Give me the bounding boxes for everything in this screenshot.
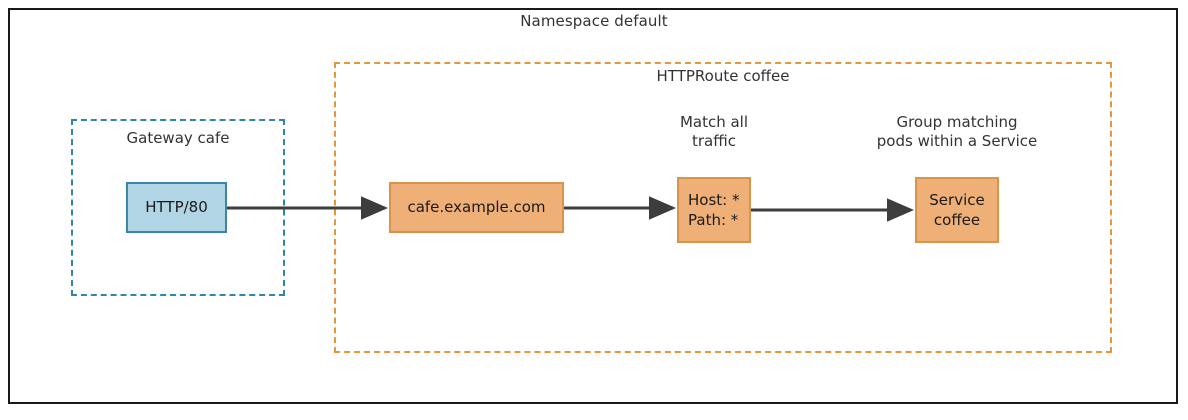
httproute-match-node[interactable]: Host: * Path: *: [677, 177, 751, 243]
backend-service-label-line-1: Service: [929, 190, 985, 209]
httproute-hostname-label: cafe.example.com: [407, 198, 546, 217]
backend-caption-line-1: Group matching: [896, 113, 1018, 131]
gateway-title: Gateway cafe: [126, 129, 230, 147]
httproute-title: HTTPRoute coffee: [656, 67, 790, 85]
match-rule-path: Path: *: [688, 211, 739, 229]
match-caption: Match all traffic: [639, 113, 789, 151]
backend-service-node[interactable]: Service coffee: [915, 177, 999, 243]
match-caption-line-2: traffic: [692, 131, 736, 150]
backend-caption: Group matching pods within a Service: [857, 113, 1057, 151]
backend-caption-line-2: pods within a Service: [876, 131, 1038, 150]
gateway-listener-node[interactable]: HTTP/80: [126, 182, 227, 233]
gateway-listener-label: HTTP/80: [145, 198, 208, 217]
match-rule-host: Host: *: [688, 190, 740, 209]
namespace-title: Namespace default: [520, 12, 668, 30]
backend-service-label-line-2: coffee: [933, 211, 981, 229]
match-caption-line-1: Match all: [679, 113, 749, 131]
httproute-hostname-node[interactable]: cafe.example.com: [389, 182, 564, 233]
